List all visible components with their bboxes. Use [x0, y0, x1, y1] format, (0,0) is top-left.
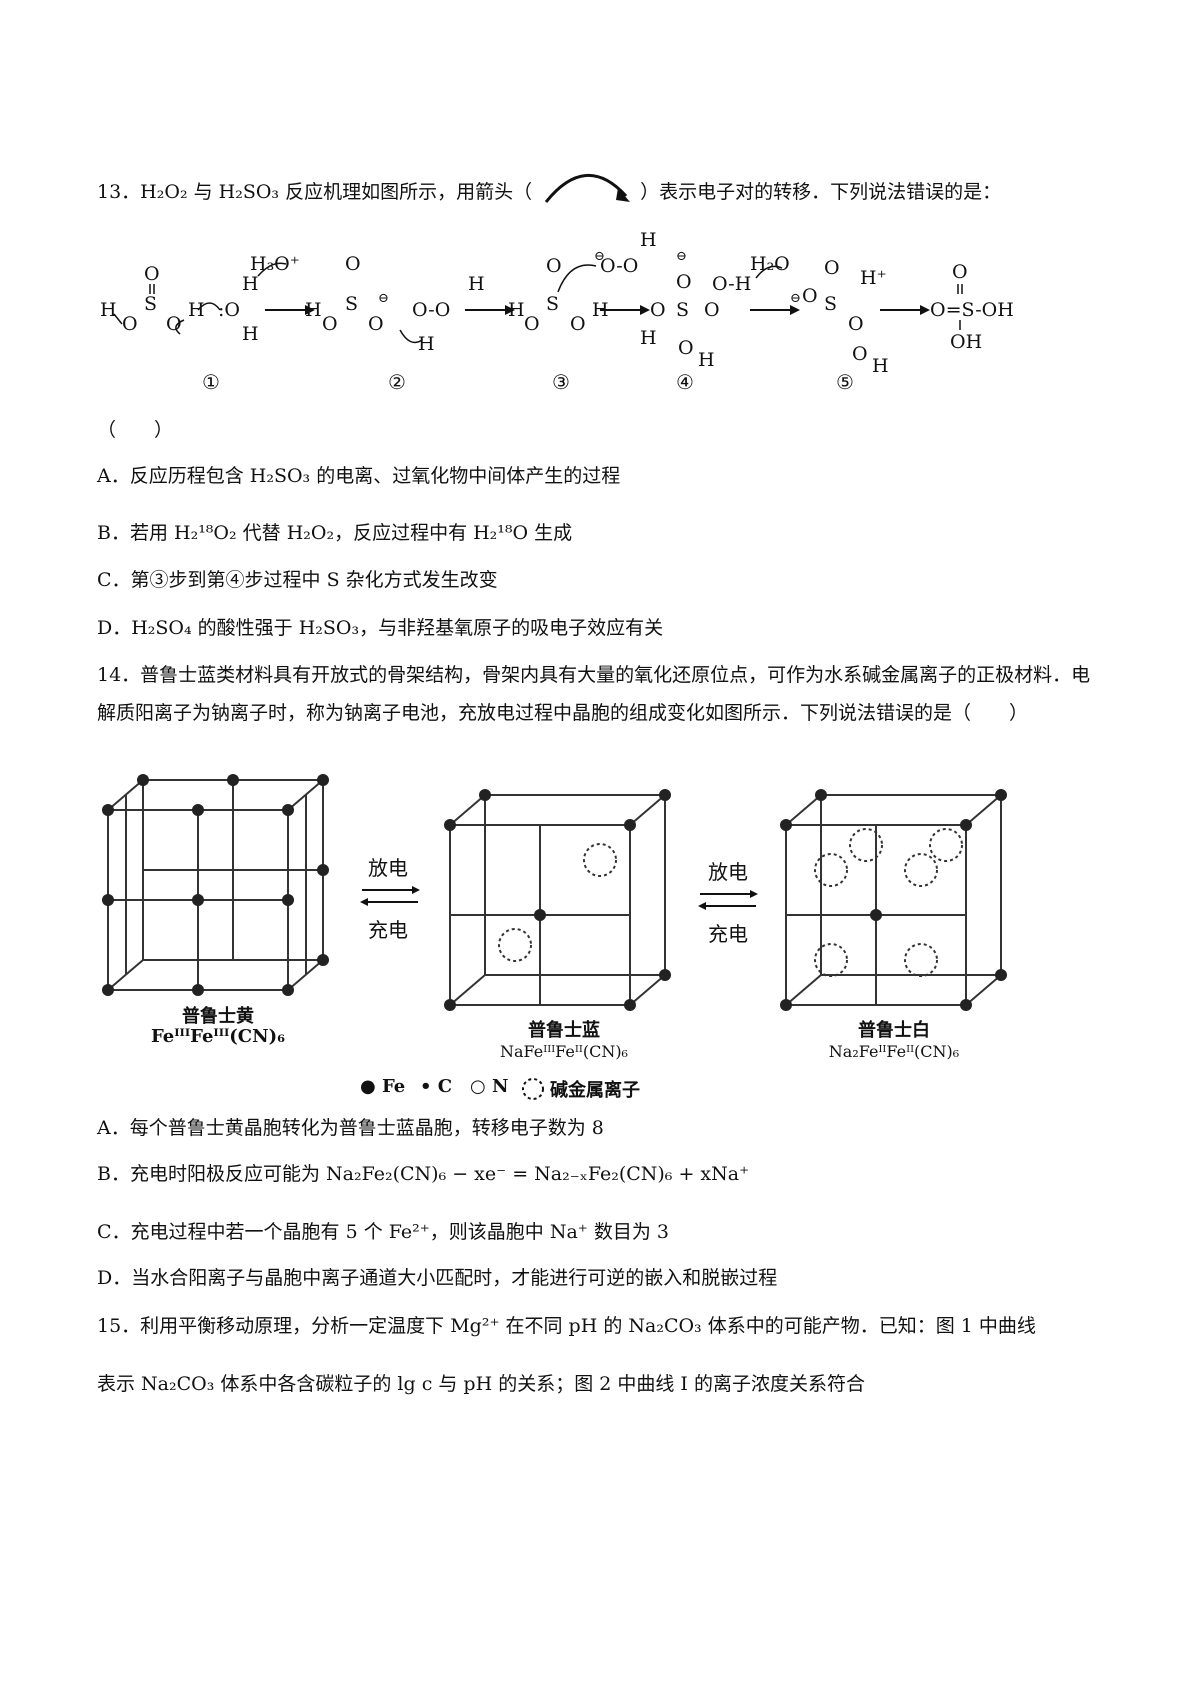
svg-text:O: O	[952, 261, 968, 283]
svg-text:H: H	[468, 273, 485, 295]
arrow2-top-label: 放电	[708, 860, 748, 884]
q14-stem: 14．普鲁士蓝类材料具有开放式的骨架结构，骨架内具有大量的氧化还原位点，可作为水…	[97, 664, 1091, 724]
svg-text:S: S	[824, 293, 837, 315]
svg-text:O-H: O-H	[712, 273, 751, 295]
svg-text:H: H	[188, 299, 205, 321]
svg-text:O: O	[704, 299, 720, 321]
svg-text:O: O	[678, 337, 694, 359]
curved-arrow-icon	[544, 173, 631, 203]
svg-text:H⁺: H⁺	[860, 267, 887, 289]
svg-text:H: H	[418, 333, 435, 355]
svg-text:⊖: ⊖	[378, 291, 389, 306]
svg-text:O: O	[676, 271, 692, 293]
svg-text:H: H	[640, 327, 657, 349]
svg-text:H: H	[242, 273, 259, 295]
svg-text:O-O: O-O	[600, 255, 638, 277]
svg-text:S: S	[676, 299, 689, 321]
reaction-mechanism-diagram: H O S O O H :O H H H₃O⁺ H O S O O ⊖ O-O …	[100, 230, 1014, 377]
step4-molecule: ⊖ O O S O O-H H O H	[640, 249, 751, 371]
svg-text:H: H	[698, 349, 715, 371]
lattice-prussian-white	[780, 789, 1007, 1011]
lattice-prussian-yellow	[102, 774, 329, 996]
q14-option-c: C．充电过程中若一个晶胞有 5 个 Fe²⁺，则该晶胞中 Na⁺ 数目为 3	[97, 1221, 669, 1243]
crystal1-name: 普鲁士黄	[182, 1006, 254, 1027]
step-label-1: ①	[202, 370, 220, 394]
double-arrow-2-icon	[698, 890, 758, 910]
svg-text:O: O	[848, 313, 864, 335]
svg-text:H: H	[508, 299, 525, 321]
legend-c: • C	[420, 1076, 453, 1097]
q14-option-b: B．充电时阳极反应可能为 Na₂Fe₂(CN)₆ − xe⁻ = Na₂₋ₓFe…	[97, 1163, 750, 1185]
product-molecule: O O=S-OH OH	[930, 261, 1014, 353]
q13-stem: 13．H₂O₂ 与 H₂SO₃ 反应机理如图所示，用箭头（ ）表示电子对的转移．…	[97, 166, 1001, 206]
q13-option-b: B．若用 H₂¹⁸O₂ 代替 H₂O₂，反应过程中有 H₂¹⁸O 生成	[97, 522, 573, 544]
svg-text:H: H	[872, 355, 889, 377]
q13-stem-a: 13．H₂O₂ 与 H₂SO₃ 反应机理如图所示，用箭头（	[97, 181, 533, 203]
arrow2-bottom-label: 充电	[708, 922, 748, 946]
step2-molecule: H O S O O ⊖ O-O H H	[305, 253, 485, 355]
svg-text:O: O	[650, 299, 666, 321]
svg-text:O: O	[166, 313, 182, 335]
svg-text:O=S-OH: O=S-OH	[930, 299, 1014, 321]
svg-text:OH: OH	[950, 331, 982, 353]
arrow1-top-label: 放电	[368, 856, 408, 880]
step-label-3: ③	[552, 370, 570, 394]
svg-text:⊖: ⊖	[594, 249, 605, 264]
step1-molecule: H O S O O H :O H H	[100, 263, 259, 345]
step-label-2: ②	[388, 370, 406, 394]
q13-option-a: A．反应历程包含 H₂SO₃ 的电离、过氧化物中间体产生的过程	[97, 465, 621, 487]
q14-option-d: D．当水合阳离子与晶胞中离子通道大小匹配时，才能进行可逆的嵌入和脱嵌过程	[97, 1267, 778, 1289]
svg-text:O: O	[570, 313, 586, 335]
q14-option-a: A．每个普鲁士黄晶胞转化为普鲁士蓝晶胞，转移电子数为 8	[97, 1117, 604, 1139]
step5-molecule: ⊖ O S O O H⁺ O H	[790, 257, 889, 377]
svg-text:O: O	[524, 313, 540, 335]
q15-line1: 15．利用平衡移动原理，分析一定温度下 Mg²⁺ 在不同 pH 的 Na₂CO₃…	[97, 1315, 1036, 1337]
q13-option-d: D．H₂SO₄ 的酸性强于 H₂SO₃，与非羟基氧原子的吸电子效应有关	[97, 617, 664, 639]
step3-molecule: H O S O O H ⊖ O-O H	[508, 230, 657, 335]
svg-text:O: O	[122, 313, 138, 335]
q13-answer-paren: （ ）	[97, 419, 174, 441]
svg-text:O-O: O-O	[412, 299, 450, 321]
svg-text:O: O	[546, 255, 562, 277]
svg-text:O: O	[824, 257, 840, 279]
svg-text:O: O	[144, 263, 160, 285]
svg-text:⊖: ⊖	[790, 291, 801, 306]
svg-text:S: S	[144, 293, 157, 315]
legend-alkali: 碱金属离子	[550, 1080, 640, 1101]
svg-text::O: :O	[218, 299, 240, 321]
legend-fe: ● Fe	[360, 1076, 406, 1097]
q15-line2: 表示 Na₂CO₃ 体系中各含碳粒子的 lg c 与 pH 的关系；图 2 中曲…	[97, 1373, 865, 1395]
double-arrow-1-icon	[360, 886, 420, 906]
svg-text:H: H	[100, 299, 117, 321]
lattice-prussian-blue	[444, 789, 671, 1011]
svg-text:S: S	[345, 293, 358, 315]
dashed-circle-icon	[522, 1078, 544, 1100]
crystal2-formula: NaFeᴵᴵᴵFeᴵᴵ(CN)₆	[500, 1042, 628, 1061]
svg-text:H: H	[640, 230, 657, 251]
svg-text:S: S	[546, 293, 559, 315]
q13-option-c: C．第③步到第④步过程中 S 杂化方式发生改变	[97, 569, 498, 591]
svg-text:H₂O: H₂O	[750, 253, 790, 275]
svg-text:H: H	[305, 299, 322, 321]
svg-text:⊖: ⊖	[676, 249, 687, 264]
arrow1-bottom-label: 充电	[368, 918, 408, 942]
crystal3-formula: Na₂FeᴵᴵFeᴵᴵ(CN)₆	[828, 1042, 960, 1061]
crystal3-name: 普鲁士白	[858, 1020, 930, 1041]
q13-stem-b: ）表示电子对的转移．下列说法错误的是：	[640, 181, 1002, 203]
legend-n: ○ N	[470, 1076, 509, 1097]
svg-text:H: H	[242, 323, 259, 345]
svg-text:O: O	[322, 313, 338, 335]
svg-text:O: O	[802, 285, 818, 307]
step-label-5: ⑤	[836, 370, 854, 394]
svg-text:O: O	[852, 343, 868, 365]
svg-text:O: O	[368, 313, 384, 335]
crystal1-formula: FeᴵᴵᴵFeᴵᴵᴵ(CN)₆	[151, 1026, 285, 1047]
crystal2-name: 普鲁士蓝	[528, 1020, 600, 1041]
svg-text:O: O	[345, 253, 361, 275]
step-label-4: ④	[676, 370, 694, 394]
